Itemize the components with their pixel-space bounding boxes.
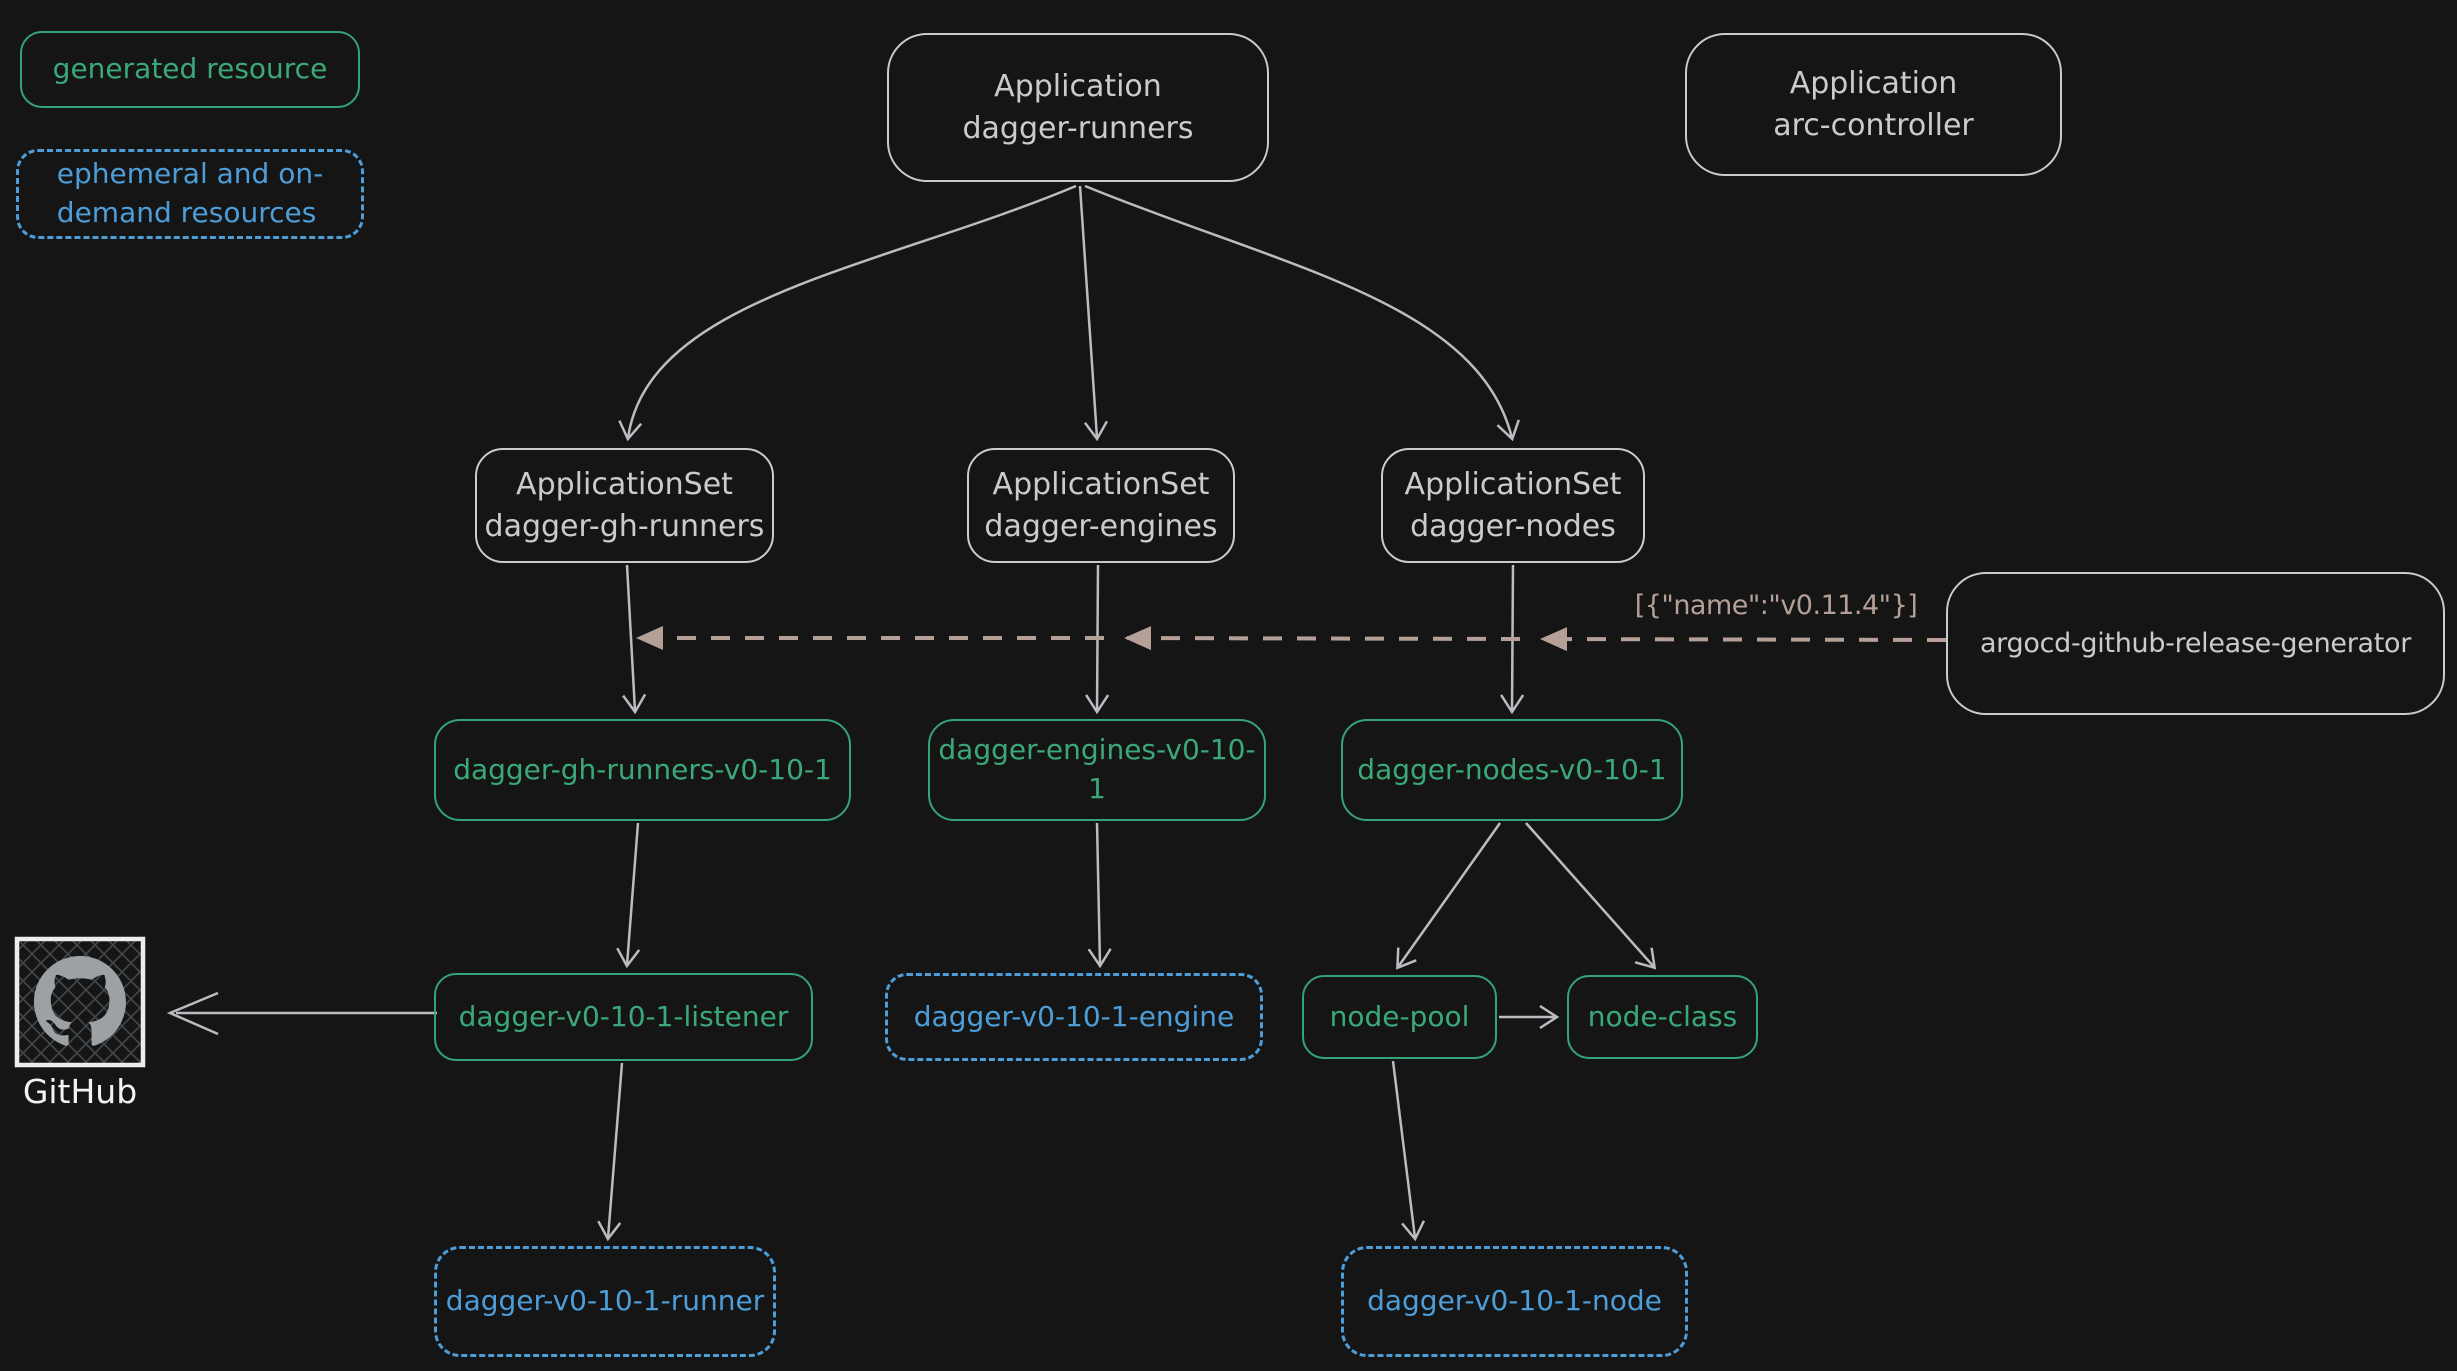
node-label: dagger-v0-10-1-node: [1367, 1284, 1662, 1318]
node-argocd-github-release-generator[interactable]: argocd-github-release-generator: [1946, 572, 2445, 715]
node-label: node-pool: [1329, 999, 1470, 1033]
arrow-gen-engines-to-engine: [1087, 822, 1112, 969]
node-application-arc-controller[interactable]: Application arc-controller: [1685, 33, 2062, 176]
node-label: ApplicationSet dagger-engines: [984, 467, 1218, 544]
node-label: dagger-v0-10-1-listener: [458, 999, 789, 1033]
arrow-listener-to-runner: [597, 1062, 624, 1242]
node-dagger-gh-runners-v0-10-1[interactable]: dagger-gh-runners-v0-10-1: [434, 719, 851, 821]
node-node-class[interactable]: node-class: [1567, 975, 1758, 1059]
arrow-gen-nodes-to-node-pool: [1396, 822, 1502, 970]
node-label: dagger-engines-v0-10-1: [938, 733, 1256, 805]
github-octocat-icon: [14, 936, 146, 1068]
arrow-gen-nodes-to-node-class: [1525, 822, 1657, 970]
arrow-generator-to-appset-nodes: [1539, 627, 1947, 652]
legend-generated-resource[interactable]: generated resource: [20, 31, 360, 108]
node-label: ApplicationSet dagger-gh-runners: [484, 467, 765, 544]
node-label: dagger-nodes-v0-10-1: [1357, 752, 1667, 786]
node-label: argocd-github-release-generator: [1979, 627, 2412, 659]
node-appset-dagger-gh-runners[interactable]: ApplicationSet dagger-gh-runners: [475, 448, 774, 563]
arrow-node-pool-to-node: [1391, 1060, 1426, 1242]
node-dagger-engines-v0-10-1[interactable]: dagger-engines-v0-10-1: [928, 719, 1266, 821]
node-label: dagger-gh-runners-v0-10-1: [453, 752, 832, 786]
arrow-app-to-appset-engines: [1078, 185, 1108, 442]
node-appset-dagger-engines[interactable]: ApplicationSet dagger-engines: [967, 448, 1235, 563]
arrow-gen-gh-to-listener: [616, 822, 641, 969]
arrow-app-to-appset-nodes: [1084, 184, 1520, 442]
arrow-app-to-appset-gh-runners: [618, 184, 1077, 442]
arrow-appset-gh-to-gen: [622, 564, 647, 715]
node-label: ApplicationSet dagger-nodes: [1404, 467, 1622, 544]
node-application-dagger-runners[interactable]: Application dagger-runners: [887, 33, 1269, 182]
node-dagger-v0-10-1-node[interactable]: dagger-v0-10-1-node: [1341, 1246, 1688, 1357]
release-generator-edge-label: [{"name":"v0.11.4"}]: [1634, 590, 1918, 621]
node-dagger-v0-10-1-engine[interactable]: dagger-v0-10-1-engine: [885, 973, 1263, 1061]
legend-generated-label: generated resource: [52, 52, 328, 86]
node-appset-dagger-nodes[interactable]: ApplicationSet dagger-nodes: [1381, 448, 1645, 563]
legend-ephemeral-label: ephemeral and on- demand resources: [56, 157, 324, 229]
node-dagger-v0-10-1-listener[interactable]: dagger-v0-10-1-listener: [434, 973, 813, 1061]
node-label: dagger-v0-10-1-engine: [913, 999, 1235, 1033]
github-node[interactable]: [14, 936, 146, 1068]
node-label: Application arc-controller: [1773, 66, 1974, 143]
legend-ephemeral-resources[interactable]: ephemeral and on- demand resources: [16, 149, 364, 239]
github-label: GitHub: [22, 1072, 138, 1111]
node-node-pool[interactable]: node-pool: [1302, 975, 1497, 1059]
node-label: node-class: [1587, 999, 1738, 1033]
arrow-listener-to-github-head: [166, 991, 219, 1036]
node-label: Application dagger-runners: [962, 69, 1194, 146]
node-dagger-v0-10-1-runner[interactable]: dagger-v0-10-1-runner: [434, 1246, 776, 1357]
node-dagger-nodes-v0-10-1[interactable]: dagger-nodes-v0-10-1: [1341, 719, 1683, 821]
arrow-generator-to-appset-engines: [1123, 626, 1521, 651]
node-label: dagger-v0-10-1-runner: [445, 1284, 765, 1318]
